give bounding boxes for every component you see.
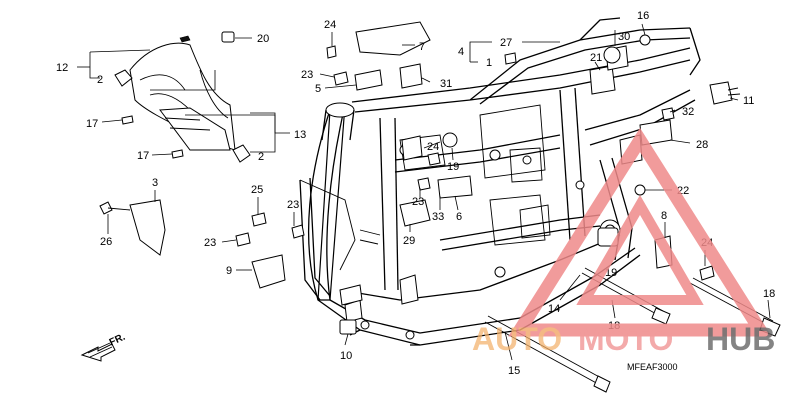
callout-28: 28 — [696, 139, 708, 151]
collar-part — [339, 227, 619, 335]
callout-7: 7 — [419, 41, 425, 53]
callout-1: 1 — [486, 57, 492, 69]
callout-24: 24 — [427, 141, 439, 153]
callout-labels: 12 2 20 17 13 17 2 3 26 24 7 23 5 31 4 2… — [56, 10, 775, 377]
leader-lines — [77, 23, 771, 361]
callout-33: 33 — [432, 211, 444, 223]
callout-10: 10 — [340, 350, 352, 362]
callout-4: 4 — [458, 46, 464, 58]
figure-code: MFEAF3000 — [627, 362, 678, 372]
watermark-text-auto: AUTO — [472, 321, 562, 357]
direction-label: FR. — [108, 332, 127, 349]
callout-9: 9 — [226, 265, 232, 277]
clamp-parts — [399, 45, 629, 161]
rubber-cushion-part — [221, 31, 235, 43]
callout-8: 8 — [661, 210, 667, 222]
callout-16: 16 — [637, 10, 649, 22]
callout-23: 23 — [301, 69, 313, 81]
watermark-text-hub: HUB — [706, 321, 775, 357]
callout-11: 11 — [743, 95, 754, 107]
callout-26: 26 — [100, 236, 112, 248]
callout-6: 6 — [456, 211, 462, 223]
callout-27: 27 — [500, 37, 512, 49]
callout-23: 23 — [412, 196, 424, 208]
callout-5: 5 — [315, 83, 321, 95]
callout-24: 24 — [324, 19, 336, 31]
callout-2: 2 — [258, 151, 264, 163]
watermark-triangle-icon — [508, 127, 772, 337]
callout-25: 25 — [251, 184, 263, 196]
front-direction-arrow: FR. — [80, 332, 127, 362]
callout-32: 32 — [682, 106, 694, 118]
watermark-text-moto: MOTO — [578, 321, 673, 357]
callout-12: 12 — [56, 62, 68, 74]
callout-17: 17 — [86, 118, 98, 130]
callout-18: 18 — [763, 288, 775, 300]
key-lock-part — [709, 81, 741, 105]
side-cover-part — [129, 35, 236, 151]
callout-23: 23 — [204, 237, 216, 249]
callout-15: 15 — [508, 365, 520, 377]
callout-2: 2 — [97, 74, 103, 86]
nut-parts — [442, 34, 651, 196]
bracket-parts — [129, 21, 673, 306]
bolt-parts — [99, 45, 715, 281]
grommet-part — [114, 69, 251, 163]
callout-23: 23 — [287, 199, 299, 211]
watermark-logo: AUTO MOTO HUB — [472, 127, 775, 357]
callout-17: 17 — [137, 150, 149, 162]
callout-29: 29 — [403, 235, 415, 247]
callout-30: 30 — [618, 31, 630, 43]
callout-20: 20 — [257, 33, 269, 45]
callout-31: 31 — [440, 78, 452, 90]
callout-13: 13 — [294, 129, 306, 141]
callout-19: 19 — [447, 161, 459, 173]
callout-21: 21 — [590, 52, 602, 64]
callout-3: 3 — [152, 177, 158, 189]
long-bolts — [484, 267, 781, 393]
callout-14: 14 — [548, 303, 560, 315]
